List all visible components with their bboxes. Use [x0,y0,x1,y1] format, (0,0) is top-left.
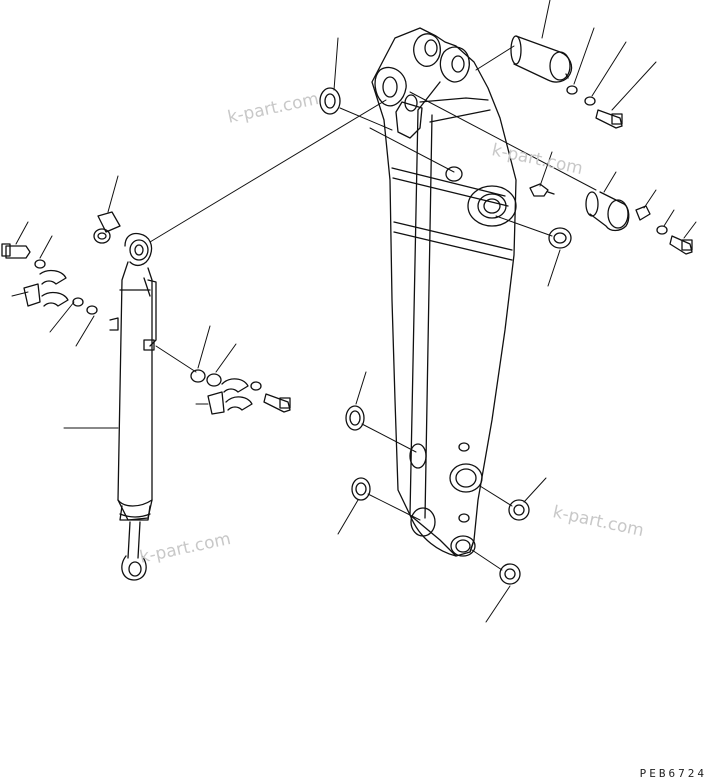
hardware [1,85,693,585]
drawing-code: PEB6724 [639,767,707,780]
leader-lines [11,0,697,623]
arm-cylinder [109,232,157,581]
arm [371,27,517,557]
cylinder-pin [510,35,573,83]
cylinder-pin-2 [585,191,630,232]
